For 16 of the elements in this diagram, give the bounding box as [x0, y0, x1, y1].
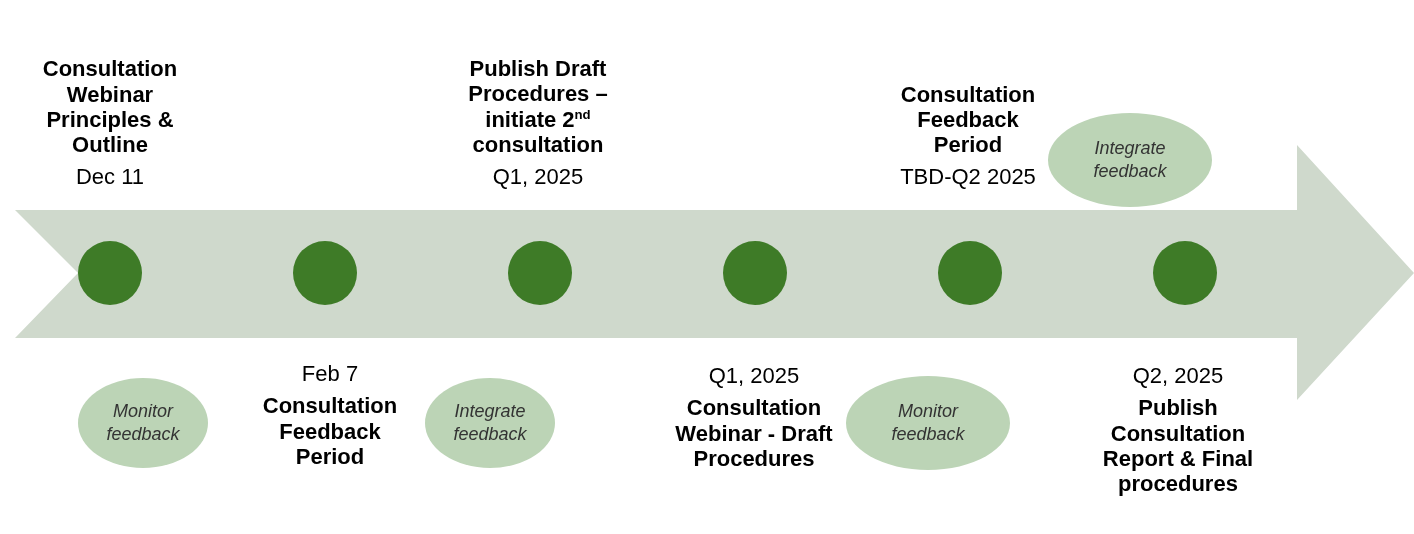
- milestone-date: Q2, 2025: [1131, 363, 1225, 390]
- milestone-title: Consultation Feedback Period: [899, 81, 1037, 158]
- milestone-date: Feb 7: [300, 361, 360, 388]
- milestone-title: Consultation Webinar Principles & Outline: [41, 56, 179, 158]
- activity-label: Monitor feedback: [105, 399, 181, 446]
- activity-label: Monitor feedback: [890, 399, 966, 446]
- milestone-title: Consultation Feedback Period: [261, 393, 399, 470]
- milestone-date: Q1, 2025: [707, 363, 801, 390]
- activity-label: Integrate feedback: [452, 399, 528, 446]
- milestone-date: Q1, 2025: [491, 163, 585, 190]
- milestone-date: Dec 11: [74, 163, 146, 190]
- milestone-date: TBD-Q2 2025: [899, 163, 1037, 190]
- activity-label: Integrate feedback: [1092, 136, 1168, 183]
- milestone-title: Consultation Webinar - Draft Procedures: [674, 395, 834, 472]
- milestone-title: Publish Draft Procedures – initiate 2$^{nd}$ consultation: [467, 56, 609, 158]
- milestone-title: Publish Consultation Report & Final procedures: [1101, 395, 1255, 497]
